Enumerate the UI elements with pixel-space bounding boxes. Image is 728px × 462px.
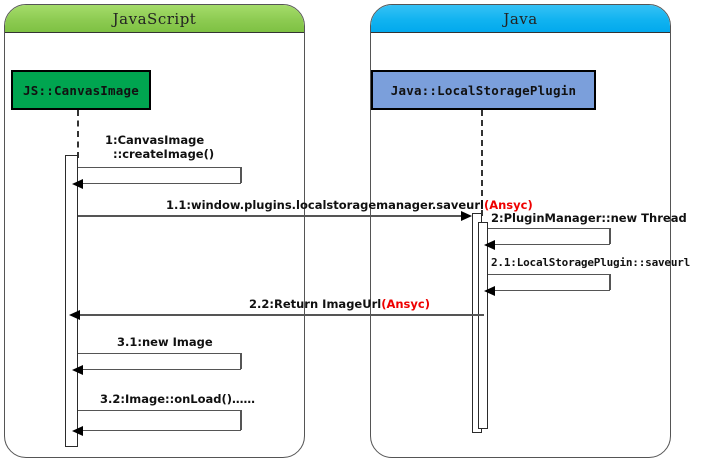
- message-2-2-arrowhead: [69, 310, 80, 320]
- participant-js-canvasimage[interactable]: JS::CanvasImage: [11, 70, 151, 110]
- message-3-2-bottom-segment: [82, 430, 241, 431]
- participant-java-localstorageplugin[interactable]: Java::LocalStoragePlugin: [371, 70, 596, 110]
- frame-javascript-header: JavaScript: [5, 5, 304, 33]
- frame-java-header: Java: [371, 5, 670, 33]
- message-1-1-label: 1.1:window.plugins.localstoragemanager.s…: [166, 198, 533, 212]
- message-2-label: 2:PluginManager::new Thread: [491, 211, 687, 225]
- activation-java-inner: [478, 222, 488, 429]
- message-3-1-top-segment: [78, 353, 241, 354]
- frame-javascript-title: JavaScript: [112, 9, 197, 28]
- message-1-right-segment: [240, 167, 242, 183]
- lifeline-java-localstorageplugin: [481, 110, 483, 216]
- message-3-1-arrowhead: [72, 365, 83, 375]
- message-1-1-line: [78, 215, 462, 217]
- message-1-bottom-segment: [82, 183, 241, 184]
- message-2-1-right-segment: [609, 274, 611, 290]
- message-2-1-top-segment: [488, 274, 610, 275]
- message-1-top-segment: [78, 167, 241, 168]
- message-3-2-right-segment: [240, 410, 242, 430]
- message-2-2-label: 2.2:Return ImageUrl(Ansyc): [249, 297, 430, 311]
- activation-js-main: [65, 155, 78, 447]
- participant-java-localstorageplugin-label: Java::LocalStoragePlugin: [390, 82, 577, 98]
- message-2-1-arrowhead: [484, 286, 495, 296]
- message-1-label-line2: ::createImage(): [113, 147, 215, 161]
- message-2-right-segment: [609, 228, 611, 244]
- message-2-2-async-note: (Ansyc): [381, 297, 430, 311]
- message-2-arrowhead: [484, 240, 495, 250]
- message-1-1-async-note: (Ansyc): [483, 198, 533, 212]
- participant-js-canvasimage-label: JS::CanvasImage: [23, 82, 139, 98]
- message-1-arrowhead: [72, 179, 83, 189]
- frame-java: Java: [370, 4, 671, 458]
- message-3-2-label: 3.2:Image::onLoad()……: [100, 392, 256, 406]
- message-3-1-right-segment: [240, 353, 242, 369]
- message-2-top-segment: [488, 228, 610, 229]
- message-3-2-arrowhead: [72, 426, 83, 436]
- message-1-label-line1: 1:CanvasImage: [105, 133, 205, 147]
- message-2-2-line: [78, 314, 484, 316]
- lifeline-js-canvasimage: [77, 110, 79, 158]
- message-1-1-arrowhead: [461, 211, 472, 221]
- message-2-bottom-segment: [492, 244, 610, 245]
- message-2-1-bottom-segment: [492, 290, 610, 291]
- message-3-2-top-segment: [78, 410, 241, 411]
- message-3-1-bottom-segment: [82, 369, 241, 370]
- message-3-1-label: 3.1:new Image: [117, 335, 213, 349]
- frame-java-title: Java: [503, 9, 538, 28]
- message-2-1-label: 2.1:LocalStoragePlugin::saveurl: [491, 256, 691, 269]
